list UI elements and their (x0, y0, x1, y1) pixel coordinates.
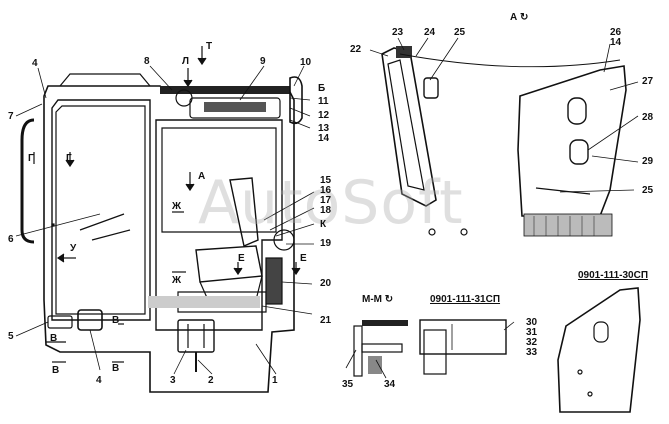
view-mark-k: К (320, 219, 327, 230)
callout-35: 35 (342, 379, 354, 390)
view-mark-a: А (198, 171, 206, 182)
view-a-detail (381, 46, 627, 237)
section-arrows (33, 46, 301, 363)
callout-24: 24 (424, 27, 436, 38)
callout-11: 11 (318, 96, 329, 107)
callout-13: 13 (318, 123, 330, 134)
callout-19: 19 (320, 238, 332, 249)
callout-14: 14 (318, 133, 330, 144)
view-rotate-icon: ↻ (382, 294, 394, 305)
part-30-detail (557, 287, 641, 413)
callout-20: 20 (320, 278, 332, 289)
callout-10: 10 (300, 57, 312, 68)
view-mark-v: В (112, 363, 120, 374)
view-mark-zh: Ж (172, 275, 182, 286)
callout-25: 25 (454, 27, 466, 38)
part-31-caption: 0901-111-31СП (430, 294, 501, 305)
view-mark-l: Л (182, 56, 190, 67)
view-mark-b: Б (318, 83, 326, 94)
callout-1: 1 (272, 375, 278, 386)
view-mark-e: Е (238, 253, 245, 264)
callout-16: 16 (320, 185, 332, 196)
callout-8: 8 (144, 56, 150, 67)
view-mark-zh: Ж (172, 201, 182, 212)
section-mm-caption: М-М ↻ (362, 294, 394, 305)
callout-15: 15 (320, 175, 332, 186)
view-mark-v: В (50, 333, 58, 344)
section-mm-detail (345, 319, 515, 379)
callout-9: 9 (260, 56, 266, 67)
callout-23: 23 (392, 27, 404, 38)
callout-25: 25 (642, 185, 654, 196)
callout-4: 4 (32, 58, 38, 69)
view-mark-u: У (70, 243, 77, 254)
cab-side-view (20, 73, 303, 393)
callout-18: 18 (320, 205, 332, 216)
callout-12: 12 (318, 110, 330, 121)
view-mark-v: В (52, 365, 60, 376)
callout-5: 5 (8, 331, 14, 342)
view-mark-e: Е (300, 253, 307, 264)
leader-lines-view-a (369, 37, 639, 193)
callout-2: 2 (208, 375, 214, 386)
callout-33: 33 (526, 347, 538, 358)
callout-30: 30 (526, 317, 538, 328)
callout-34: 34 (384, 379, 396, 390)
callout-22: 22 (350, 44, 362, 55)
callout-4: 4 (96, 375, 102, 386)
view-mark-g: Г (66, 153, 72, 164)
callout-3: 3 (170, 375, 176, 386)
callout-29: 29 (642, 156, 654, 167)
callout-14: 14 (610, 37, 622, 48)
callout-21: 21 (320, 315, 332, 326)
callout-7: 7 (8, 111, 14, 122)
callout-28: 28 (642, 112, 654, 123)
view-rotate-icon: ↻ (517, 12, 529, 23)
callout-27: 27 (642, 76, 654, 87)
callout-32: 32 (526, 337, 538, 348)
leader-lines-main (15, 65, 315, 375)
view-a-caption: А ↻ (510, 12, 529, 23)
view-mark-t: Т (206, 41, 213, 52)
callout-26: 26 (610, 27, 622, 38)
callout-6: 6 (8, 234, 14, 245)
view-mark-g: Г (28, 153, 34, 164)
view-mark-v: В (112, 315, 120, 326)
callout-31: 31 (526, 327, 538, 338)
part-30-caption: 0901-111-30СП (578, 270, 649, 281)
callout-17: 17 (320, 195, 332, 206)
